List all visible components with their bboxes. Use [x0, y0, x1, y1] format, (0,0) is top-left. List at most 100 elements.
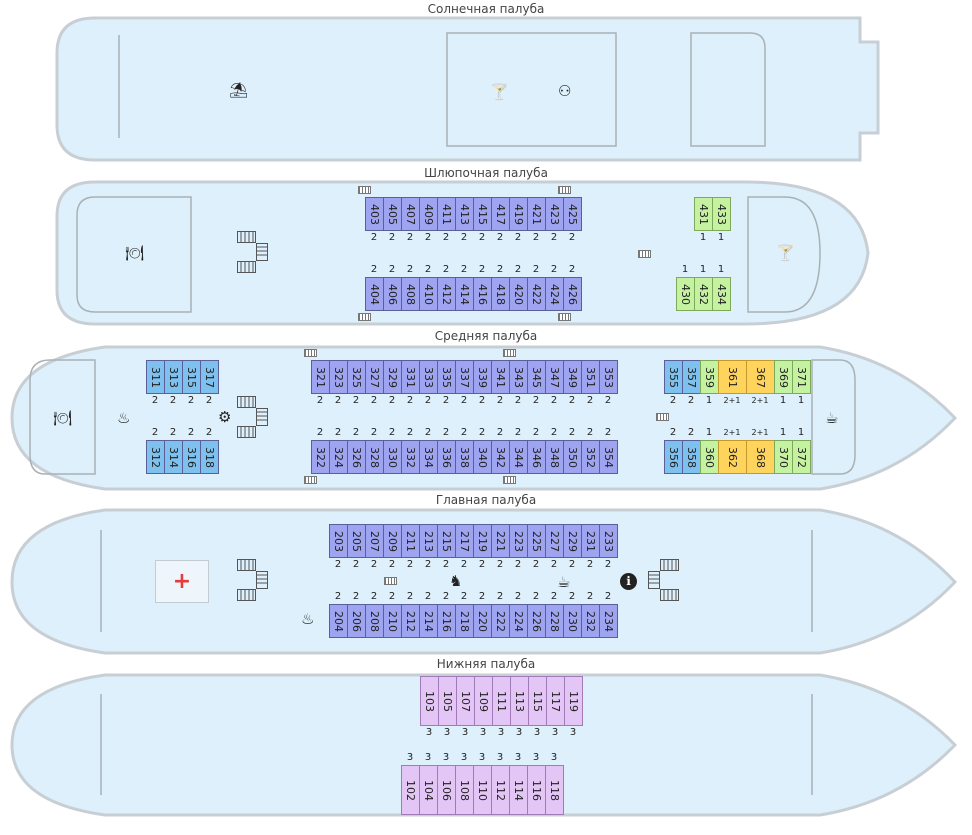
- cabin[interactable]: 404: [365, 277, 384, 311]
- cabin[interactable]: 329: [383, 360, 402, 394]
- cabin[interactable]: 336: [437, 440, 456, 474]
- cabin[interactable]: 212: [401, 604, 420, 638]
- cabin[interactable]: 111: [492, 676, 511, 726]
- cabin[interactable]: 224: [509, 604, 528, 638]
- cabin[interactable]: 355: [664, 360, 683, 394]
- cabin[interactable]: 371: [792, 360, 811, 394]
- cabin[interactable]: 411: [437, 197, 456, 231]
- cabin[interactable]: 407: [401, 197, 420, 231]
- cabin[interactable]: 341: [491, 360, 510, 394]
- cabin[interactable]: 405: [383, 197, 402, 231]
- cabin[interactable]: 349: [563, 360, 582, 394]
- cabin[interactable]: 102: [401, 765, 420, 815]
- cabin[interactable]: 419: [509, 197, 528, 231]
- cabin[interactable]: 217: [455, 524, 474, 558]
- cabin[interactable]: 353: [599, 360, 618, 394]
- cabin[interactable]: 369: [774, 360, 793, 394]
- cabin[interactable]: 218: [455, 604, 474, 638]
- cabin[interactable]: 413: [455, 197, 474, 231]
- cabin[interactable]: 431: [694, 197, 713, 231]
- cabin[interactable]: 416: [473, 277, 492, 311]
- cabin[interactable]: 352: [581, 440, 600, 474]
- cabin[interactable]: 424: [545, 277, 564, 311]
- cabin[interactable]: 410: [419, 277, 438, 311]
- cabin[interactable]: 432: [694, 277, 713, 311]
- cabin[interactable]: 332: [401, 440, 420, 474]
- cabin[interactable]: 340: [473, 440, 492, 474]
- cabin[interactable]: 220: [473, 604, 492, 638]
- cabin[interactable]: 230: [563, 604, 582, 638]
- cabin[interactable]: 312: [146, 440, 165, 474]
- cabin[interactable]: 311: [146, 360, 165, 394]
- cabin[interactable]: 215: [437, 524, 456, 558]
- cabin[interactable]: 118: [545, 765, 564, 815]
- cabin[interactable]: 327: [365, 360, 384, 394]
- cabin[interactable]: 328: [365, 440, 384, 474]
- cabin[interactable]: 356: [664, 440, 683, 474]
- cabin[interactable]: 233: [599, 524, 618, 558]
- cabin[interactable]: 104: [419, 765, 438, 815]
- cabin[interactable]: 323: [329, 360, 348, 394]
- cabin[interactable]: 110: [473, 765, 492, 815]
- cabin[interactable]: 203: [329, 524, 348, 558]
- cabin[interactable]: 213: [419, 524, 438, 558]
- cabin[interactable]: 205: [347, 524, 366, 558]
- cabin[interactable]: 313: [164, 360, 183, 394]
- cabin[interactable]: 348: [545, 440, 564, 474]
- cabin[interactable]: 106: [437, 765, 456, 815]
- cabin[interactable]: 219: [473, 524, 492, 558]
- cabin[interactable]: 421: [527, 197, 546, 231]
- cabin[interactable]: 210: [383, 604, 402, 638]
- cabin[interactable]: 370: [774, 440, 793, 474]
- cabin[interactable]: 344: [509, 440, 528, 474]
- cabin[interactable]: 422: [527, 277, 546, 311]
- cabin[interactable]: 346: [527, 440, 546, 474]
- cabin[interactable]: 406: [383, 277, 402, 311]
- cabin[interactable]: 318: [200, 440, 219, 474]
- cabin[interactable]: 367: [746, 360, 775, 394]
- cabin[interactable]: 423: [545, 197, 564, 231]
- cabin[interactable]: 351: [581, 360, 600, 394]
- cabin[interactable]: 109: [474, 676, 493, 726]
- cabin[interactable]: 322: [311, 440, 330, 474]
- cabin[interactable]: 105: [438, 676, 457, 726]
- cabin[interactable]: 117: [546, 676, 565, 726]
- cabin[interactable]: 234: [599, 604, 618, 638]
- cabin[interactable]: 358: [682, 440, 701, 474]
- cabin[interactable]: 430: [676, 277, 695, 311]
- cabin[interactable]: 408: [401, 277, 420, 311]
- cabin[interactable]: 324: [329, 440, 348, 474]
- cabin[interactable]: 314: [164, 440, 183, 474]
- cabin[interactable]: 216: [437, 604, 456, 638]
- cabin[interactable]: 345: [527, 360, 546, 394]
- cabin[interactable]: 338: [455, 440, 474, 474]
- cabin[interactable]: 325: [347, 360, 366, 394]
- cabin[interactable]: 334: [419, 440, 438, 474]
- cabin[interactable]: 107: [456, 676, 475, 726]
- cabin[interactable]: 343: [509, 360, 528, 394]
- cabin[interactable]: 417: [491, 197, 510, 231]
- cabin[interactable]: 372: [792, 440, 811, 474]
- cabin[interactable]: 415: [473, 197, 492, 231]
- cabin[interactable]: 362: [718, 440, 747, 474]
- cabin[interactable]: 206: [347, 604, 366, 638]
- cabin[interactable]: 426: [563, 277, 582, 311]
- cabin[interactable]: 226: [527, 604, 546, 638]
- cabin[interactable]: 337: [455, 360, 474, 394]
- cabin[interactable]: 331: [401, 360, 420, 394]
- cabin[interactable]: 208: [365, 604, 384, 638]
- cabin[interactable]: 221: [491, 524, 510, 558]
- cabin[interactable]: 418: [491, 277, 510, 311]
- cabin[interactable]: 207: [365, 524, 384, 558]
- cabin[interactable]: 103: [420, 676, 439, 726]
- cabin[interactable]: 361: [718, 360, 747, 394]
- cabin[interactable]: 112: [491, 765, 510, 815]
- cabin[interactable]: 317: [200, 360, 219, 394]
- cabin[interactable]: 414: [455, 277, 474, 311]
- cabin[interactable]: 434: [712, 277, 731, 311]
- cabin[interactable]: 359: [700, 360, 719, 394]
- cabin[interactable]: 420: [509, 277, 528, 311]
- cabin[interactable]: 368: [746, 440, 775, 474]
- cabin[interactable]: 360: [700, 440, 719, 474]
- cabin[interactable]: 223: [509, 524, 528, 558]
